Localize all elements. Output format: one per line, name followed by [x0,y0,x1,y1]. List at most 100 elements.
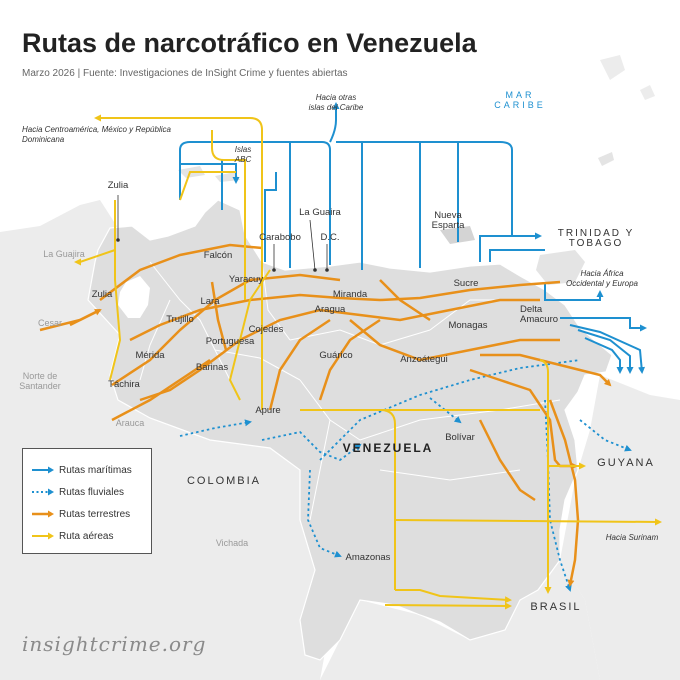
legend-label-land: Rutas terrestres [59,508,131,520]
state-guarico: Guárico [319,350,352,361]
fluvial-route [179,419,252,437]
air-route-icon [32,532,54,540]
state-anzoategui: Anzoátegui [400,354,448,365]
fluvial-route [579,419,632,452]
state-zulia-north: Zulia [108,180,129,191]
state-merida: Mérida [135,350,165,361]
maritime-route [179,141,331,265]
maritime-route [329,102,340,143]
legend-label-fluvial: Rutas fluviales [59,486,125,498]
label-venezuela: VENEZUELA [343,441,434,455]
air-route [228,269,271,401]
land-route [111,358,211,422]
maritime-route [264,172,277,262]
label-arauca: Arauca [116,418,145,428]
label-guyana: GUYANA [597,457,655,469]
label-cesar: Cesar [38,318,62,328]
fluvial-route-icon [32,488,54,496]
state-zulia: Zulia [92,289,113,300]
state-tachira: Táchira [108,379,140,390]
land-route [268,318,331,411]
land-route [478,419,536,502]
state-lara: Lara [200,296,220,307]
air-route [94,114,263,410]
air-route [395,589,512,604]
state-portuguesa: Portuguesa [206,336,255,347]
state-la-guaira: La Guaira [299,207,341,218]
map-subtitle: Marzo 2026 | Fuente: Investigaciones de … [22,68,348,79]
leader-line [117,195,328,271]
venezuela-land [87,199,613,661]
trinidad-island [536,250,585,285]
maritime-route [577,329,634,374]
maritime-route [336,141,513,236]
state-sucre: Sucre [454,278,479,289]
legend-item-land: Rutas terrestres [31,507,130,521]
air-route [394,518,662,526]
state-miranda: Miranda [333,289,368,300]
air-route [179,171,236,201]
air-route [539,359,552,594]
state-bolivar: Bolívar [445,432,475,443]
guyana-land [560,375,680,680]
state-yaracuy: Yaracuy [229,274,263,285]
abc-islands [178,166,240,182]
land-route [318,318,381,401]
label-vichada: Vichada [216,538,248,548]
brand-url: insightcrime.org [22,632,207,656]
label-surinam: Hacia Surinam [606,533,659,542]
air-route [211,130,246,300]
maritime-route [489,249,545,262]
state-apure: Apure [255,405,280,416]
land-routes [39,243,612,587]
city-markers [116,195,329,272]
land-route [139,298,540,402]
label-colombia: COLOMBIA [187,475,261,487]
maritime-routes [179,102,647,374]
maritime-route [560,317,647,332]
maritime-route [479,232,542,262]
land-route [548,399,580,587]
legend-item-maritime: Rutas marítimas [31,463,132,477]
land-route [379,279,431,322]
legend-label-maritime: Rutas marítimas [59,464,132,476]
legend-item-air: Ruta aéreas [31,529,113,543]
land-route-icon [32,510,54,518]
legend-label-air: Ruta aéreas [59,530,114,542]
state-falcon: Falcón [204,250,233,261]
label-brasil: BRASIL [530,601,581,613]
state-trujillo: Trujillo [166,314,194,325]
legend-item-fluvial: Rutas fluviales [31,485,124,499]
lake-maracaibo [118,276,150,318]
east-islands [600,55,655,100]
land-route [210,281,228,351]
air-route [384,602,512,610]
land-route [99,243,263,301]
state-carabobo: Carabobo [259,232,301,243]
fluvial-route [261,431,362,462]
state-dc: D.C. [321,232,340,243]
maritime-route [569,324,646,374]
land-route [480,353,612,387]
land-route [349,319,560,362]
tobago-island [598,152,614,166]
land-route [69,308,102,327]
label-la-guajira: La Guajira [43,249,85,259]
maritime-route [584,337,624,374]
maritime-route [544,282,604,301]
fluvial-route [429,397,462,424]
legend: Rutas marítimas Rutas fluviales Rutas te… [22,448,152,554]
air-route [74,249,116,266]
map-title: Rutas de narcotráfico en Venezuela [22,28,477,58]
